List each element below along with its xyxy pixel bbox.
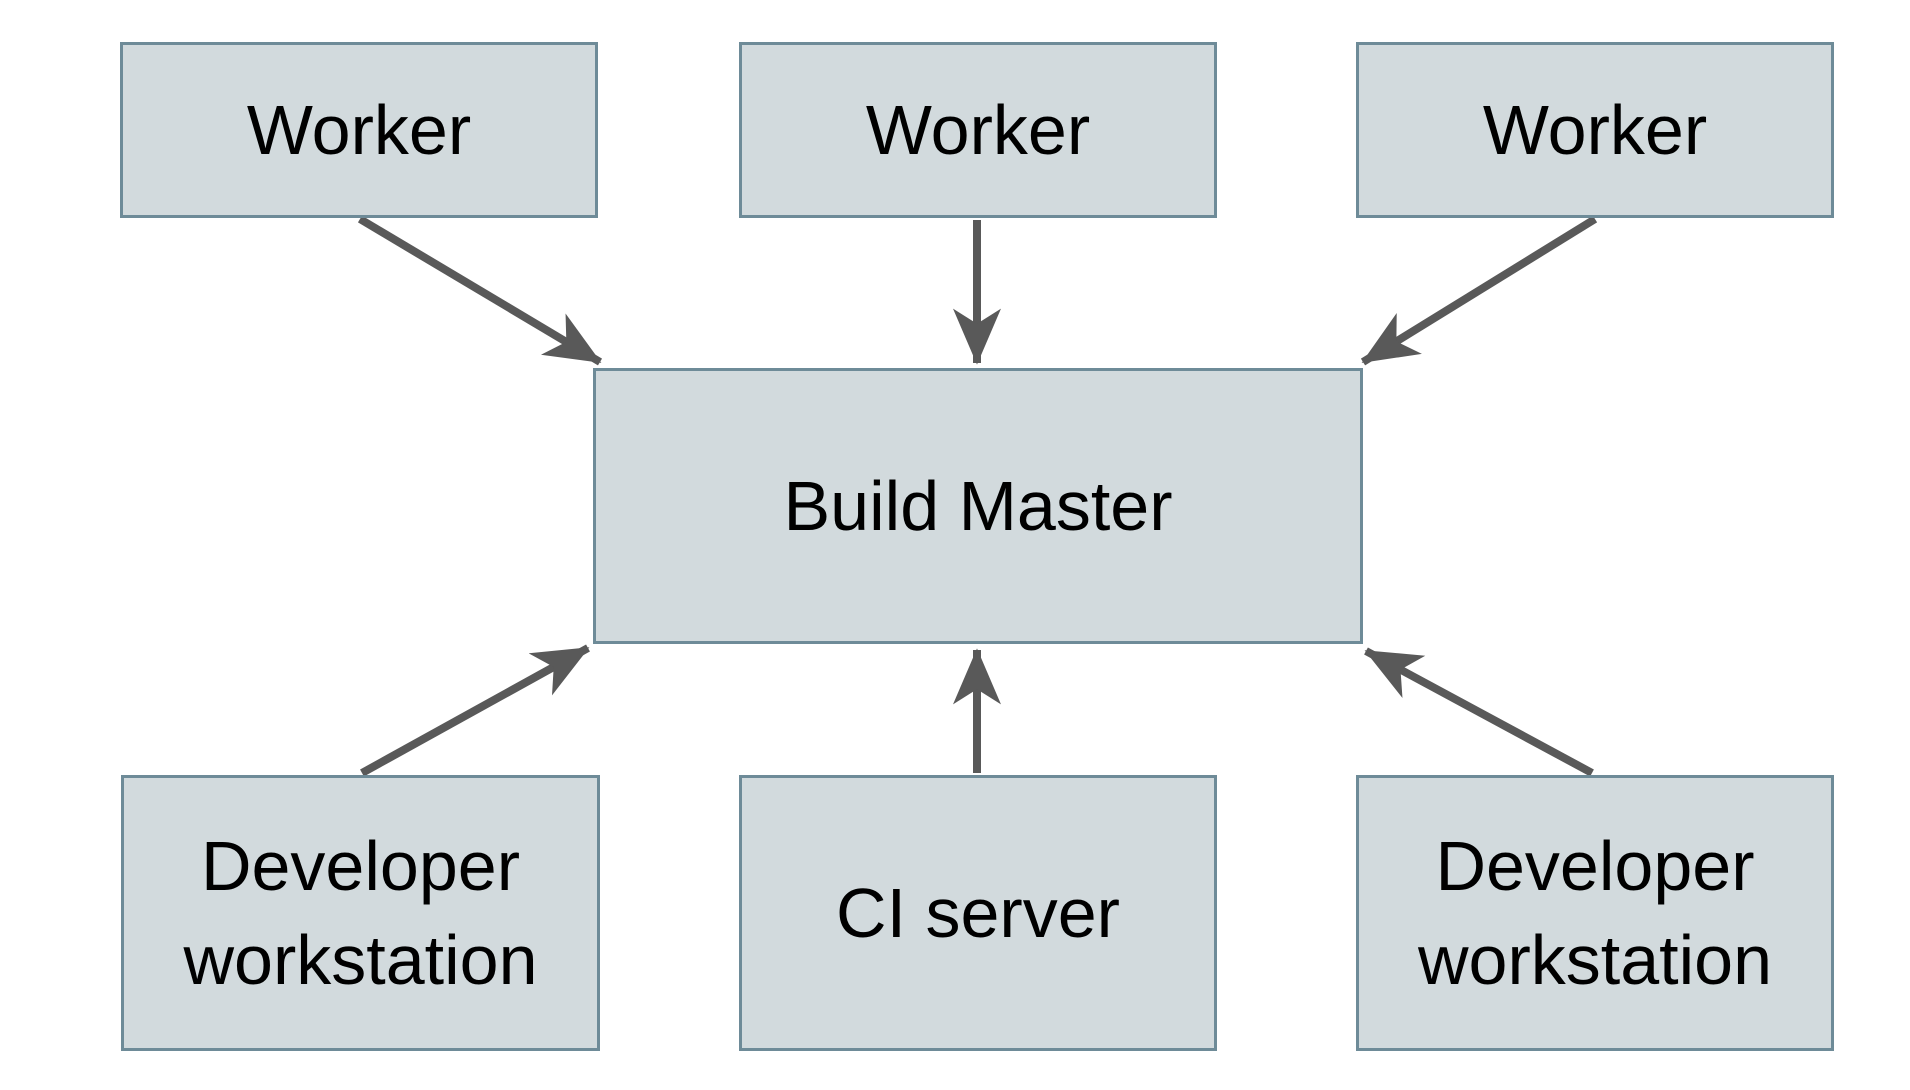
arrow-developer-workstation1-to-build-master [360,644,590,777]
node-developer-workstation-1: Developer workstation [121,775,600,1051]
node-ci-server-label: CI server [836,873,1120,952]
node-worker-1-label: Worker [246,90,472,169]
node-worker-1: Worker [120,42,598,218]
node-worker-3: Worker [1356,42,1834,218]
arrow-developer-workstation2-to-build-master [1364,647,1594,777]
node-worker-2: Worker [739,42,1217,218]
node-developer-workstation-2: Developer workstation [1356,775,1834,1051]
node-worker-3-label: Worker [1482,90,1708,169]
node-build-master-label: Build Master [783,466,1173,545]
arrow-worker1-to-build-master [357,215,603,366]
node-build-master: Build Master [593,368,1363,644]
arrow-worker3-to-build-master [1360,215,1598,366]
node-developer-workstation-2-label: Developer workstation [1417,826,1773,1000]
node-ci-server: CI server [739,775,1217,1051]
node-developer-workstation-1-label: Developer workstation [183,826,538,1000]
node-worker-2-label: Worker [865,90,1091,169]
